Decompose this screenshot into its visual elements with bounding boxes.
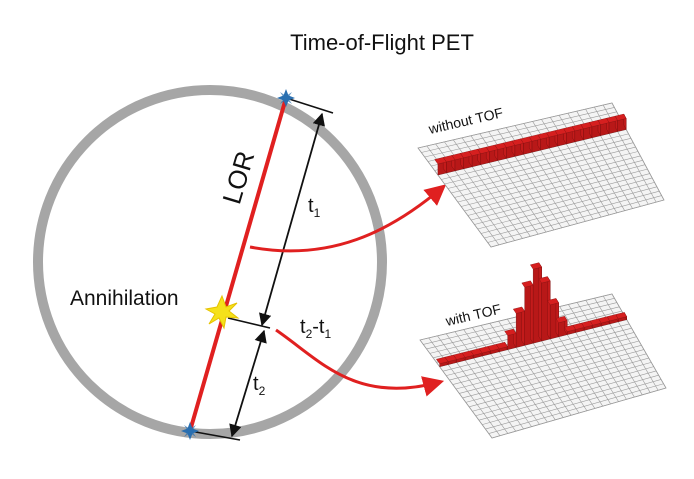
bar-top xyxy=(615,312,628,320)
t2-minus-t1-label: t2-t1 xyxy=(300,316,331,341)
tick-bottom xyxy=(189,430,241,441)
grid-line xyxy=(455,340,640,390)
grid-line xyxy=(485,379,662,430)
t2-arrow xyxy=(229,329,267,438)
t2-label: t2 xyxy=(253,373,266,398)
grid-line xyxy=(484,190,660,239)
grid-line xyxy=(462,349,644,399)
arrow-to-without-tof xyxy=(249,184,447,253)
grid-line xyxy=(471,173,650,221)
grid-line xyxy=(454,151,639,198)
grid-line xyxy=(417,102,613,149)
bar-side xyxy=(538,262,542,342)
grid-line xyxy=(472,362,652,412)
flash-icon xyxy=(204,294,240,330)
grid-line xyxy=(478,370,657,421)
bar-top xyxy=(547,298,560,306)
bar-side xyxy=(555,297,559,338)
bar-side xyxy=(530,280,534,344)
grid-line xyxy=(482,374,659,425)
grid-line xyxy=(424,111,617,158)
grid-line xyxy=(457,155,641,203)
grid-line xyxy=(442,323,630,372)
bar-side xyxy=(547,275,551,340)
grid-line xyxy=(474,177,653,225)
page-title: Time-of-Flight PET xyxy=(290,30,474,55)
grid-line xyxy=(487,195,662,243)
grid-line xyxy=(467,168,648,216)
detector-ring xyxy=(33,85,387,439)
tick-annihilation xyxy=(227,317,271,329)
arrow-to-with-tof xyxy=(275,328,445,397)
grid-line xyxy=(459,344,642,394)
with-tof-grid xyxy=(419,262,667,439)
grid-line xyxy=(465,353,647,403)
lor-line xyxy=(188,97,288,432)
tick-top xyxy=(285,97,334,114)
bar-top xyxy=(614,113,627,121)
grid-line xyxy=(491,387,667,439)
grid-line xyxy=(488,383,664,434)
grid-line xyxy=(441,133,629,180)
grid-line xyxy=(446,327,632,376)
lor-label: LOR xyxy=(216,148,260,208)
bar-top xyxy=(555,316,568,323)
star-burst-icon xyxy=(277,89,295,107)
bar-top xyxy=(529,262,543,270)
grid-line xyxy=(490,199,665,248)
grid-line xyxy=(421,107,615,153)
annihilation-label: Annihilation xyxy=(70,287,179,310)
grid-line xyxy=(451,146,636,194)
without-tof-grid xyxy=(417,102,665,248)
grid-line xyxy=(447,142,634,189)
grid-line xyxy=(452,336,637,385)
grid-line xyxy=(464,164,646,212)
grid-line xyxy=(477,182,655,230)
grid-line xyxy=(469,357,649,408)
t1-label: t1 xyxy=(308,195,321,220)
grid-line xyxy=(475,366,654,417)
grid-line xyxy=(461,160,643,207)
grid-line xyxy=(480,186,657,234)
bar-side xyxy=(521,306,525,346)
bar-top xyxy=(538,276,551,284)
grid-line xyxy=(444,137,631,185)
grid-line xyxy=(449,332,635,381)
star-burst-icon xyxy=(181,422,199,440)
t1-arrow xyxy=(259,112,325,327)
